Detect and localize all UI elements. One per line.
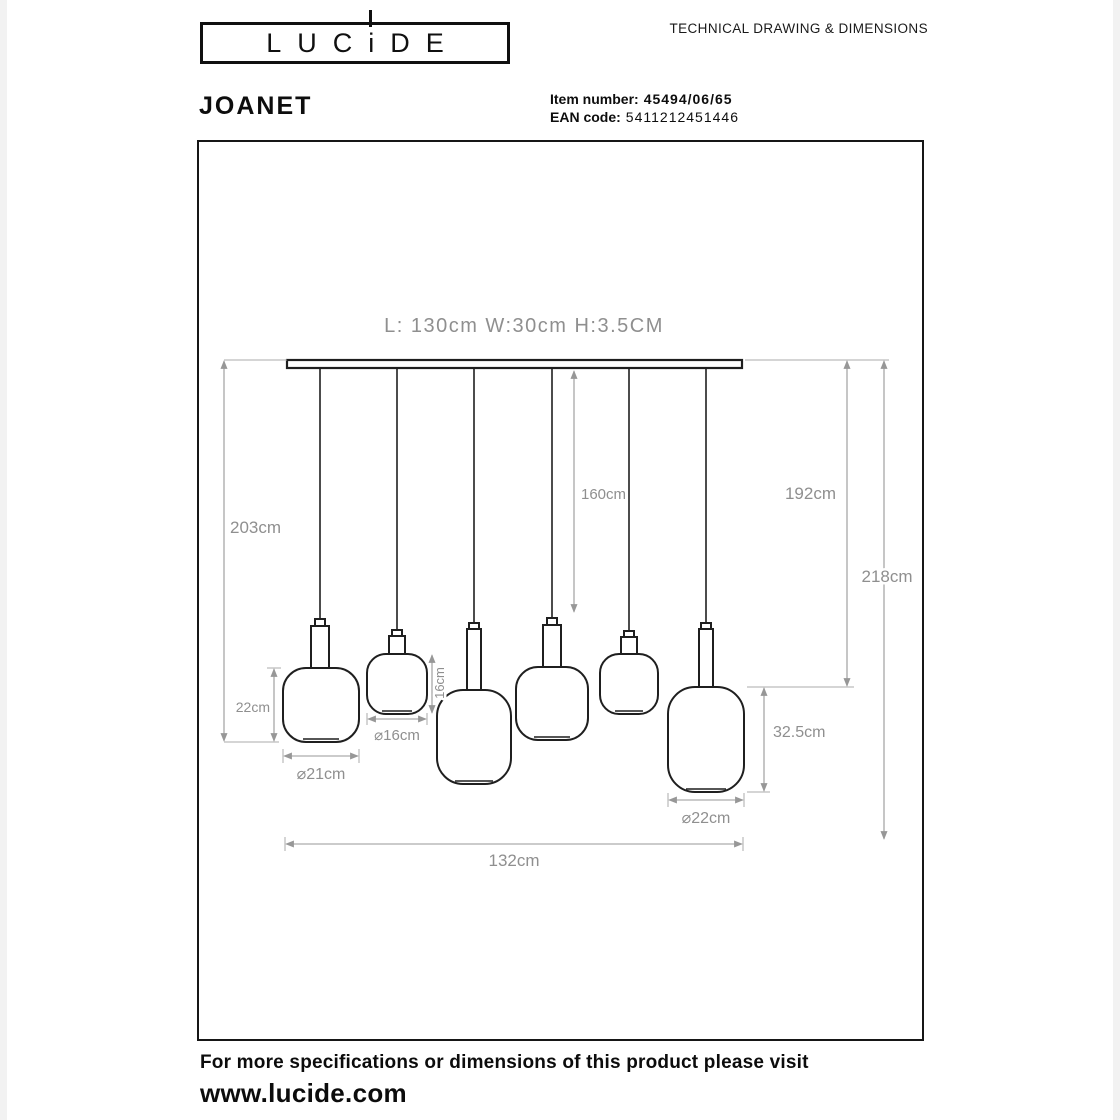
technical-drawing: L: 130cm W:30cm H:3.5CM	[220, 315, 915, 873]
brand-logo: LUCiDE	[200, 22, 510, 64]
pendant-6	[667, 368, 745, 793]
dimension-glass6-diameter-label: ⌀22cm	[682, 810, 731, 827]
dimension-total-drop-label: 218cm	[861, 567, 912, 586]
pendant-2-glass	[366, 653, 428, 715]
dimension-overall-width-label: 132cm	[488, 851, 539, 870]
pendant-3-glass	[436, 689, 512, 785]
dimension-glass2-height: 16cm	[428, 654, 450, 714]
dimension-middle-drop: 160cm	[570, 370, 629, 613]
footer: For more specifications or dimensions of…	[200, 1052, 809, 1109]
dimension-left-drop: 203cm	[220, 360, 284, 742]
pendant-3-socket	[466, 628, 482, 694]
document-title: TECHNICAL DRAWING & DIMENSIONS	[669, 21, 928, 36]
pendant-2	[366, 368, 428, 715]
dimension-total-drop: 218cm	[859, 360, 915, 840]
dimension-glass1-diameter: ⌀21cm	[282, 749, 360, 786]
dimension-glass2-diameter: ⌀16cm	[366, 713, 428, 747]
dimension-glass1-height: 22cm	[233, 668, 278, 742]
logo-i-dot-mark	[369, 10, 372, 27]
website-url: www.lucide.com	[200, 1078, 407, 1108]
dimension-glass6-height-label: 32.5cm	[773, 724, 825, 741]
pendant-4-glass	[515, 666, 589, 741]
item-number-row: Item number: 45494/06/65	[550, 90, 739, 108]
item-number-value: 45494/06/65	[643, 91, 733, 107]
dimension-glass1-height-label: 22cm	[236, 699, 270, 715]
pendant-6-glass	[667, 686, 745, 793]
brand-logo-text: LUCiDE	[266, 27, 460, 58]
dimension-overall-width: 132cm	[284, 837, 744, 873]
dimension-glass2-height-label: 16cm	[432, 667, 447, 699]
dimension-glass1-diameter-label: ⌀21cm	[297, 766, 346, 783]
ean-code-row: EAN code: 5411212451446	[550, 108, 739, 126]
pendant-6-socket	[698, 628, 714, 692]
dimension-middle-drop-label: 160cm	[581, 486, 626, 503]
dimension-glass6-height: 32.5cm	[760, 687, 828, 792]
page-edge-right	[1113, 0, 1120, 1120]
dimension-right-drop-label: 192cm	[785, 484, 836, 503]
product-name: JOANET	[199, 92, 313, 120]
pendant-1-glass	[282, 667, 360, 743]
pendant-4-socket	[542, 624, 562, 670]
pendant-4	[515, 368, 589, 741]
page-edge-left	[0, 0, 7, 1120]
pendant-5-glass	[599, 653, 659, 715]
dimension-glass6-diameter: ⌀22cm	[667, 793, 745, 830]
pendant-5	[599, 368, 659, 715]
fixture-size-label: L: 130cm W:30cm H:3.5CM	[384, 315, 664, 337]
item-number-label: Item number:	[550, 91, 639, 107]
ean-code-value: 5411212451446	[625, 109, 739, 125]
technical-drawing-frame: L: 130cm W:30cm H:3.5CM	[197, 140, 924, 1041]
product-meta: Item number: 45494/06/65 EAN code: 54112…	[550, 90, 739, 126]
pendant-1	[282, 368, 360, 743]
pendant-4-socket-cap	[546, 617, 558, 626]
pendant-3	[436, 368, 512, 785]
ean-code-label: EAN code:	[550, 109, 621, 125]
dimension-left-drop-label: 203cm	[230, 518, 281, 537]
pendant-1-socket	[310, 625, 330, 671]
dimension-glass2-diameter-label: ⌀16cm	[374, 727, 420, 744]
ceiling-bar	[285, 358, 744, 370]
footer-text: For more specifications or dimensions of…	[200, 1052, 809, 1073]
dimension-right-drop: 192cm	[782, 360, 851, 687]
pendant-1-socket-cap	[314, 618, 326, 627]
